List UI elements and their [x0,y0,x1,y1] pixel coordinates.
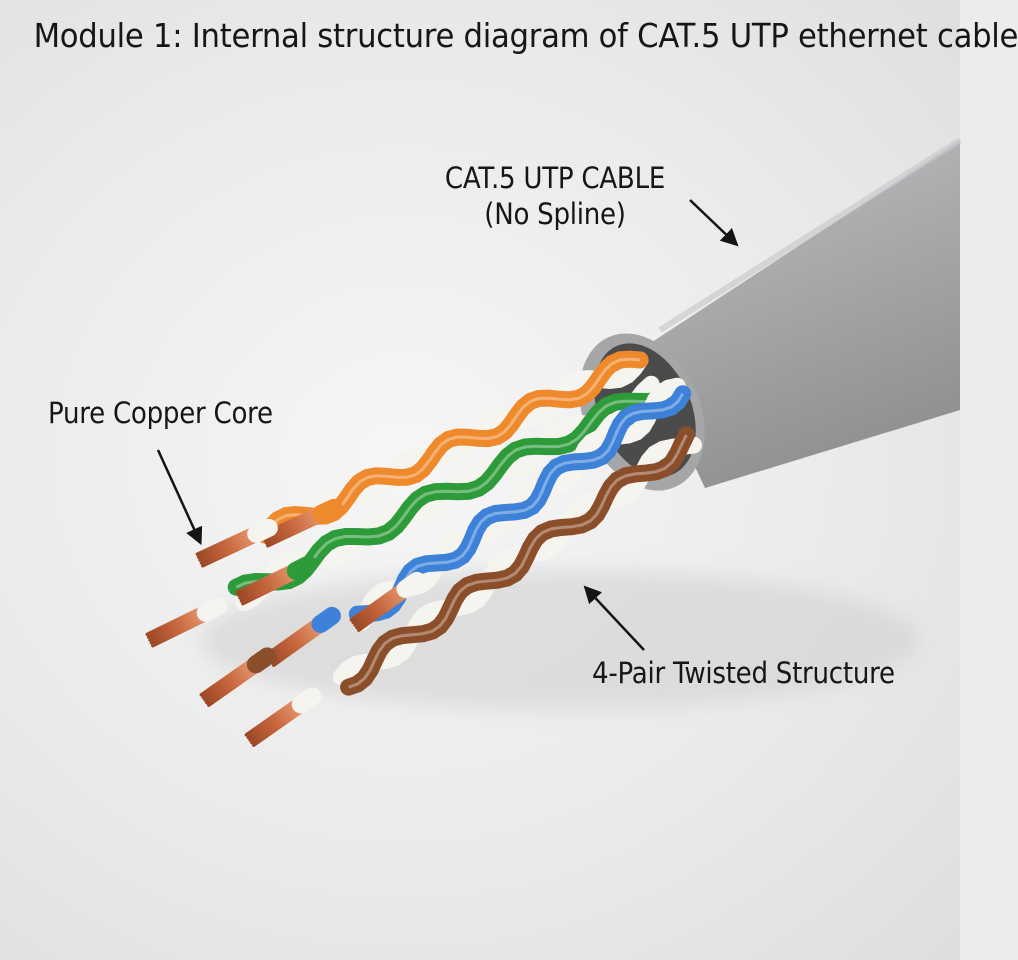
copper-core-green-1 [235,555,318,606]
copper-core-label: Pure Copper Core [48,396,273,430]
copper-core-brown-1 [199,647,277,707]
copper-cores [145,498,426,747]
twist-label-arrow [583,585,645,651]
diagram-title: Module 1: Internal structure diagram of … [33,16,1018,55]
copper-core-brown-2 [244,687,322,747]
cable-illustration [145,137,962,747]
wire-pair-brown [332,426,703,696]
copper-label-arrow [156,449,203,546]
copper-core-blue-2 [349,571,426,632]
cable-label: CAT.5 UTP CABLE (No Spline) [443,160,668,232]
cable-note-label: (No Spline) [484,197,626,231]
copper-core-green-2 [145,597,228,648]
cable-name-label: CAT.5 UTP CABLE [444,161,666,195]
twisted-structure-label: 4-Pair Twisted Structure [592,656,895,690]
copper-core-orange-2 [195,518,278,568]
copper-core-blue-1 [264,606,341,667]
copper-core-orange-1 [260,498,343,548]
cable-label-arrow [689,199,739,247]
